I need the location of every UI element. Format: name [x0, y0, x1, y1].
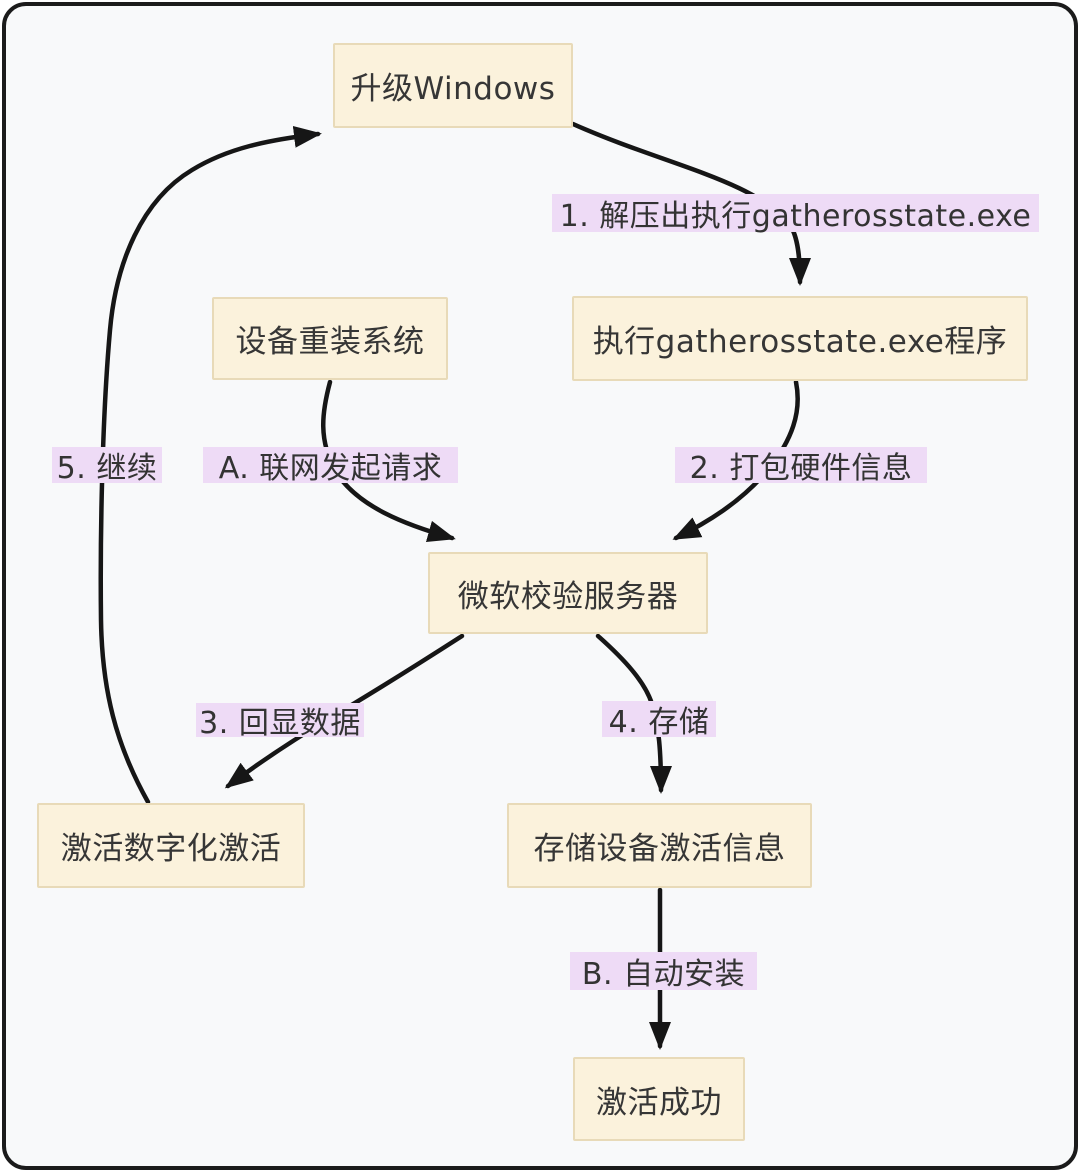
edge-label-step-b: B. 自动安装	[570, 952, 757, 992]
node-exec-gatherosstate: 执行gatherosstate.exe程序	[572, 296, 1028, 381]
node-activation-success: 激活成功	[573, 1057, 745, 1141]
edge-label-step-4: 4. 存储	[602, 701, 716, 740]
node-store-activation-info: 存储设备激活信息	[507, 803, 812, 888]
edge-label-step-a: A. 联网发起请求	[203, 447, 458, 486]
node-ms-validation-server: 微软校验服务器	[428, 552, 708, 634]
edge-label-step-2: 2. 打包硬件信息	[675, 447, 927, 486]
node-digital-activation: 激活数字化激活	[37, 803, 305, 888]
node-upgrade-windows: 升级Windows	[333, 43, 573, 128]
node-reinstall-system: 设备重装系统	[212, 297, 448, 380]
edge-label-step-3: 3. 回显数据	[196, 703, 364, 741]
edge-label-step-1: 1. 解压出执行gatherosstate.exe	[552, 194, 1039, 234]
edge-label-step-5: 5. 继续	[52, 447, 162, 486]
